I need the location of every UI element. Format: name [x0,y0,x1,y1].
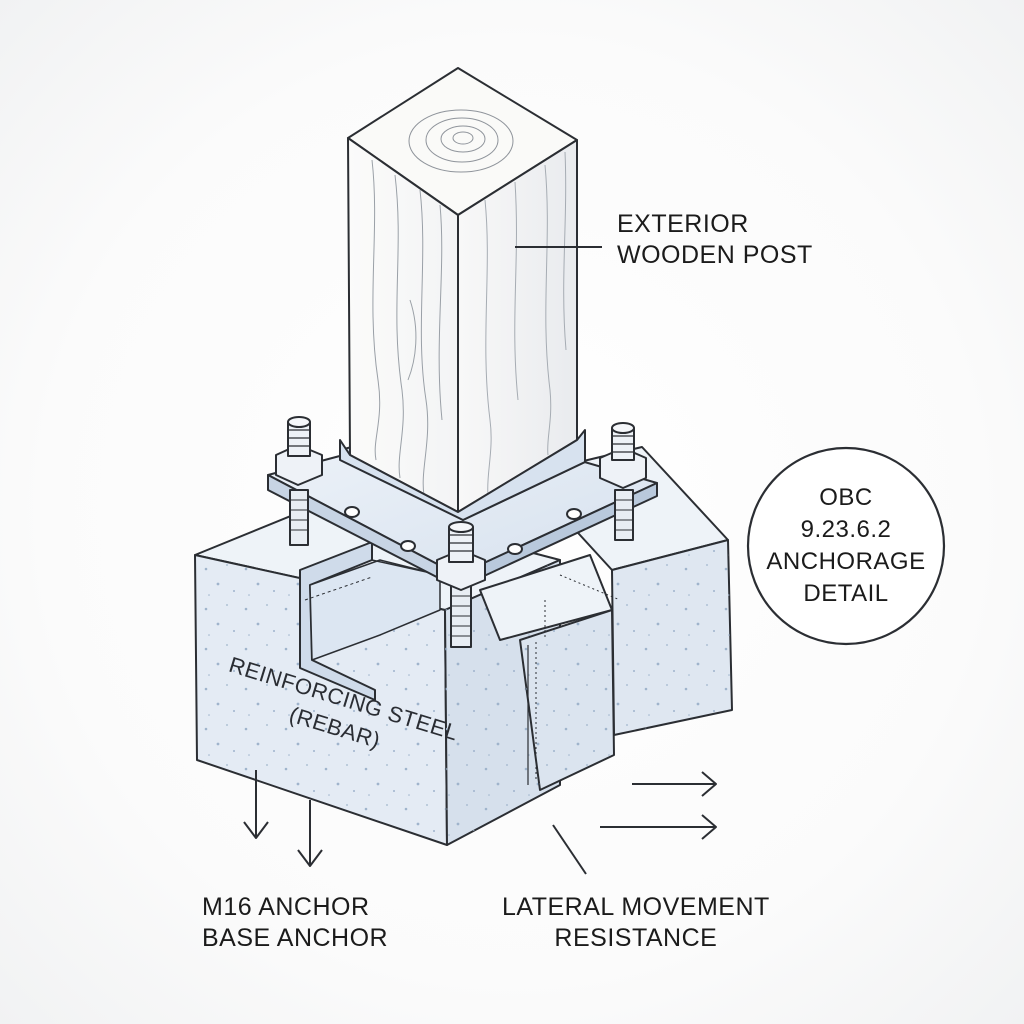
label-m16-anchor: M16 ANCHOR BASE ANCHOR [202,892,388,954]
label-anchor-line-2: BASE ANCHOR [202,924,389,952]
wooden-post [339,67,586,521]
obc-reference-circle [746,446,946,646]
footing-block-middle [479,554,615,791]
label-obc-line-4: DETAIL [803,580,889,607]
label-anchor-line-1: M16 ANCHOR [202,893,370,921]
anchor-bolt-right [599,422,647,541]
lateral-force-arrows [600,771,717,840]
downward-load-arrows [243,770,323,867]
anchor-bolt-front [436,521,486,648]
rebar-channel [299,541,621,785]
label-lateral-movement-resistance: LATERAL MOVEMENT RESISTANCE [502,892,770,954]
label-lateral-line-2: RESISTANCE [554,924,718,952]
anchor-bolt-left [275,416,323,546]
label-post-line-2: WOODEN POST [617,241,813,269]
label-obc-line-2: 9.23.6.2 [800,516,892,543]
label-lateral-line-1: LATERAL MOVEMENT [502,893,770,921]
label-post-line-1: EXTERIOR [617,210,749,238]
label-obc-anchorage-detail: OBC 9.23.6.2 ANCHORAGE DETAIL [748,456,944,636]
lateral-leader-line [552,824,587,875]
label-exterior-wooden-post: EXTERIOR WOODEN POST [617,209,813,271]
label-obc-line-3: ANCHORAGE [766,548,926,575]
label-obc-line-1: OBC [819,484,873,511]
